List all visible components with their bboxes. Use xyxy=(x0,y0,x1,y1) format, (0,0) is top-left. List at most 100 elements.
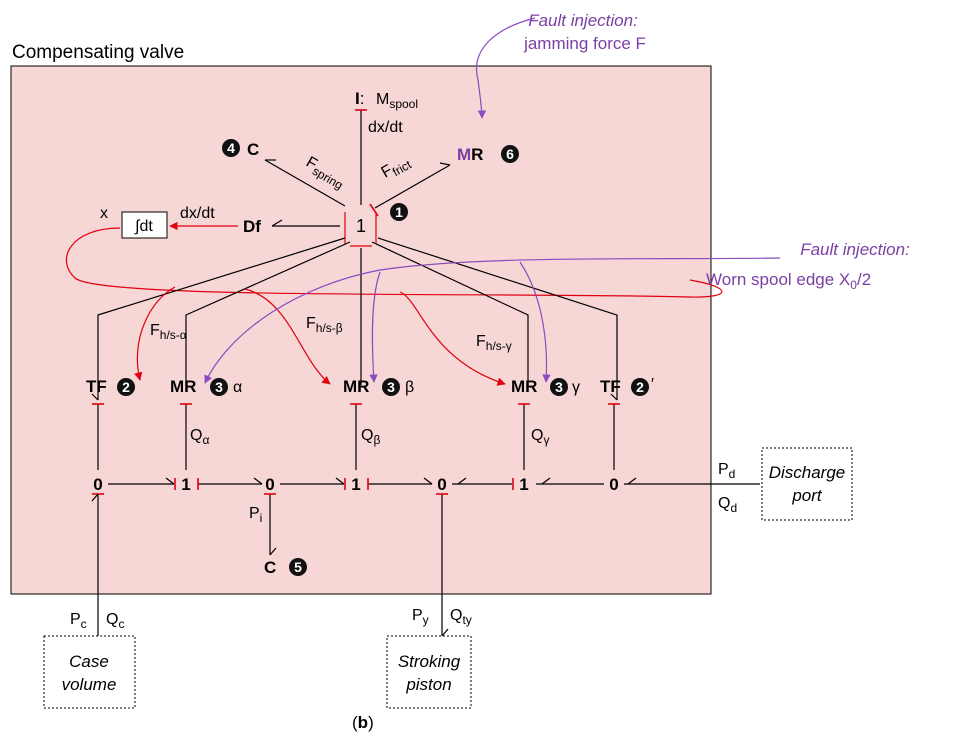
halfarrow-1-0-a xyxy=(253,477,263,485)
bond-1-to-TF2p xyxy=(377,237,618,400)
halfarrow-1-0-g xyxy=(541,477,551,485)
mr-beta: MR xyxy=(343,377,369,396)
fault-worn-label-line1: Fault injection: xyxy=(800,240,910,259)
jamming-fault-arrow xyxy=(476,17,536,119)
displacement-detector-Df: Df xyxy=(243,217,261,236)
case-volume-line1: Case xyxy=(69,652,109,671)
badge-1-text: 1 xyxy=(395,204,403,220)
x-signal-label: x xyxy=(100,205,108,222)
bond-1-to-C4 xyxy=(264,159,346,207)
badge-3-beta-text: 3 xyxy=(387,379,395,395)
p-i-label: Pi xyxy=(249,505,262,525)
one-junction-alpha: 1 xyxy=(181,475,190,494)
dxdt-top-label: dx/dt xyxy=(368,119,403,136)
fault-worn-label-line2: Worn spool edge X0/2 xyxy=(706,270,871,292)
p-c-label: Pc xyxy=(70,611,87,631)
halfarrow-TF2p xyxy=(610,393,618,401)
dxdt-left-label: dx/dt xyxy=(180,205,215,222)
badge-2-prime-text: 2 xyxy=(636,379,644,395)
stroking-piston-line1: Stroking xyxy=(398,652,461,671)
case-volume-box xyxy=(43,635,136,709)
friction-element-MR6: MR xyxy=(457,145,483,164)
figure-caption: (b) xyxy=(352,713,374,732)
zero-junction-2: 0 xyxy=(265,475,274,494)
fault-to-MRg xyxy=(519,261,551,383)
badge-2-prime xyxy=(631,378,649,396)
q-ty-label: Qty xyxy=(450,607,472,627)
integrator-label: ∫dt xyxy=(134,218,153,235)
q-d-label: Qd xyxy=(718,495,737,515)
badge-2 xyxy=(117,378,135,396)
mr-alpha: MR xyxy=(170,377,196,396)
p-d-label: Pd xyxy=(718,461,735,481)
badge-3-alpha xyxy=(210,378,228,396)
prime-mark: ′ xyxy=(651,376,654,393)
bond-1-to-MRa xyxy=(185,241,351,385)
halfarrow-Df xyxy=(271,219,283,227)
one-junction-strokes xyxy=(344,212,377,247)
badge-1 xyxy=(390,203,408,221)
alpha-sub: α xyxy=(233,379,242,396)
badge-5 xyxy=(289,558,307,576)
halfarrow-piston xyxy=(441,628,449,637)
case-volume-line2: volume xyxy=(62,675,117,694)
q-gamma-label: Qγ xyxy=(531,427,549,447)
badge-3-beta xyxy=(382,378,400,396)
f-hs-beta-label: Fh/s-β xyxy=(306,315,343,335)
q-beta-label: Qβ xyxy=(361,427,380,447)
discharge-port-box xyxy=(761,447,853,521)
badge-5-text: 5 xyxy=(294,559,302,575)
beta-sub: β xyxy=(405,379,414,396)
halfarrow-0-1-a xyxy=(165,477,175,485)
badge-3-alpha-text: 3 xyxy=(215,379,223,395)
badge-4 xyxy=(222,139,240,157)
fault-to-MRa xyxy=(204,257,781,384)
capacitance-C5: C xyxy=(264,558,276,577)
gamma-sub: γ xyxy=(572,379,580,396)
badge-4-text: 4 xyxy=(227,140,235,156)
badge-3-gamma-text: 3 xyxy=(555,379,563,395)
x-to-MRg xyxy=(399,291,506,386)
f-hs-alpha-label: Fh/s-α xyxy=(150,322,187,342)
zero-junction-1: 0 xyxy=(93,475,102,494)
mr-gamma: MR xyxy=(511,377,537,396)
badge-6-text: 6 xyxy=(506,146,514,162)
halfarrow-0-1-b xyxy=(335,477,345,485)
integrator-box xyxy=(121,211,168,239)
spring-capacitance-C4: C xyxy=(247,140,259,159)
halfarrow-discharge xyxy=(627,477,637,485)
stroking-piston-box xyxy=(386,635,472,709)
one-junction-gamma: 1 xyxy=(519,475,528,494)
halfarrow-MR6 xyxy=(439,162,451,166)
fault-to-MRb xyxy=(369,271,381,383)
inertia-element: I: xyxy=(355,89,364,108)
x-to-MRb xyxy=(244,288,331,385)
discharge-port-line2: port xyxy=(791,486,823,505)
stroking-piston-line2: piston xyxy=(405,675,451,694)
p-y-label: Py xyxy=(412,607,429,627)
one-junction-beta: 1 xyxy=(351,475,360,494)
transformer-TF2-prime: TF xyxy=(600,377,621,396)
causal-stroke-MR6 xyxy=(369,203,379,217)
bond-1-to-TF2 xyxy=(97,237,346,400)
discharge-port-line1: Discharge xyxy=(769,463,846,482)
badge-2-text: 2 xyxy=(122,379,130,395)
bond-1-to-MR6 xyxy=(374,164,451,209)
halfarrow-1-0-b xyxy=(423,477,433,485)
zero-junction-4: 0 xyxy=(609,475,618,494)
transformer-TF2: TF xyxy=(86,377,107,396)
fault-jamming-label-line1: Fault injection: xyxy=(528,11,638,30)
halfarrow-TF2 xyxy=(91,393,99,401)
zero-junction-3: 0 xyxy=(437,475,446,494)
badge-3-gamma xyxy=(550,378,568,396)
halfarrow-0-1-g xyxy=(457,477,467,485)
bond-1-to-MRg xyxy=(371,241,529,385)
halfarrow-C5 xyxy=(269,547,277,556)
halfarrow-case xyxy=(91,493,99,502)
q-alpha-label: Qα xyxy=(190,427,209,447)
spool-mass-label: Mspool xyxy=(376,91,418,111)
f-hs-gamma-label: Fh/s-γ xyxy=(476,333,512,353)
x-to-MRa xyxy=(134,286,176,381)
diagram-title: Compensating valve xyxy=(12,42,184,63)
